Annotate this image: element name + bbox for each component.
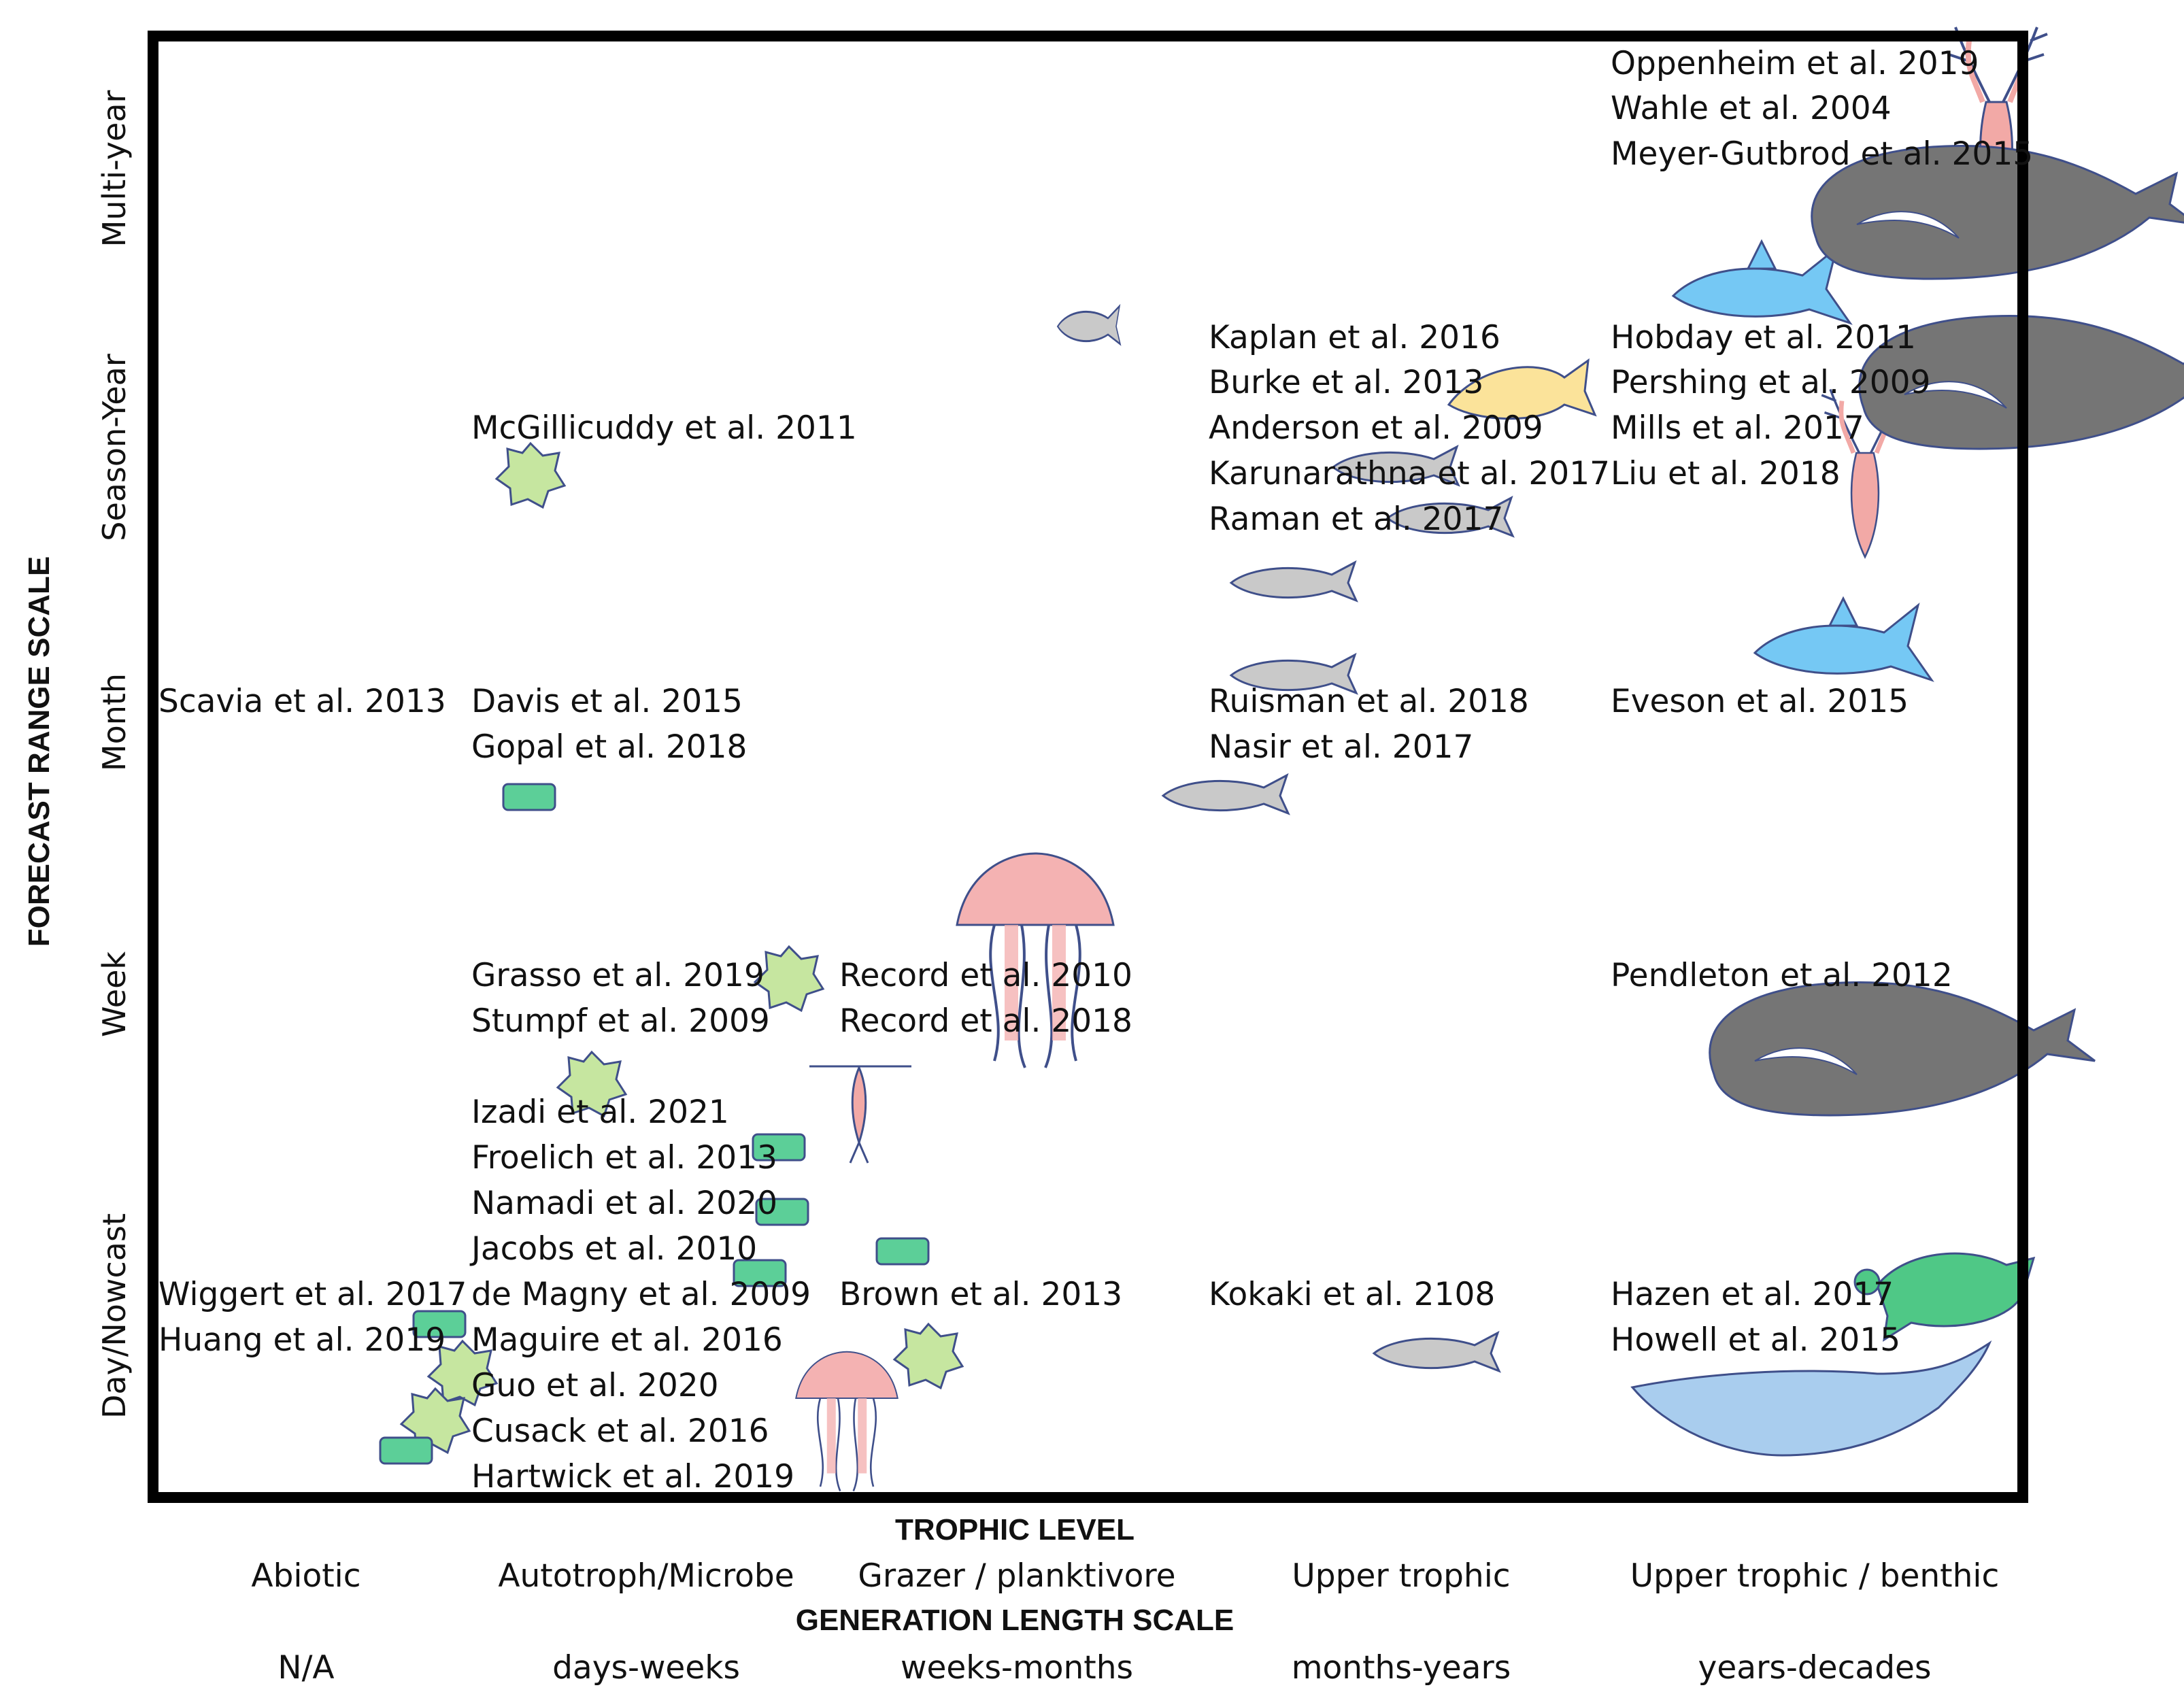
copepod-icon [809,1065,911,1164]
y-level-season-year: Season-Year [96,354,133,541]
citation: Davis et al. 2015 [471,683,743,720]
citation: Record et al. 2010 [839,957,1132,994]
salmon-icon [1447,358,1597,420]
x-category-upper-benthic: Upper trophic / benthic [1630,1557,2000,1595]
citation: Guo et al. 2020 [471,1367,719,1404]
citation: Cusack et al. 2016 [471,1412,769,1450]
x-generation-months-years: months-years [1291,1649,1511,1687]
x-category-abiotic: Abiotic [251,1557,361,1595]
blue-whale-icon [1630,1340,1992,1457]
citation: Burke et al. 2013 [1209,364,1484,401]
citation: Gopal et al. 2018 [471,728,747,766]
citation: Kokaki et al. 2108 [1209,1276,1496,1313]
citation: Raman et al. 2017 [1209,501,1504,538]
citation: Froelich et al. 2013 [471,1139,777,1177]
chart-frame [148,31,2028,1503]
citation: Grasso et al. 2019 [471,957,765,994]
citation: de Magny et al. 2009 [471,1276,811,1313]
citation: Hobday et al. 2011 [1611,319,1916,356]
x-category-upper-trophic: Upper trophic [1292,1557,1511,1595]
x-category-grazer: Grazer / planktivore [858,1557,1176,1595]
citation: Stumpf et al. 2009 [471,1002,770,1040]
citation: Pershing et al. 2009 [1611,364,1931,401]
citation: Howell et al. 2015 [1611,1321,1901,1359]
citation: Eveson et al. 2015 [1611,683,1909,720]
citation: Hartwick et al. 2019 [471,1458,795,1495]
y-level-multi-year: Multi-year [96,90,133,248]
y-axis-title: FORECAST RANGE SCALE [22,556,56,947]
x-axis-second-title: GENERATION LENGTH SCALE [795,1604,1234,1637]
citation: Liu et al. 2018 [1611,455,1841,492]
citation: Pendleton et al. 2012 [1611,957,1953,994]
citation: Brown et al. 2013 [839,1276,1123,1313]
citation: Scavia et al. 2013 [158,683,446,720]
citation: Record et al. 2018 [839,1002,1132,1040]
citation: Namadi et al. 2020 [471,1185,778,1222]
citation: Wahle et al. 2004 [1611,90,1892,127]
x-generation-weeks-months: weeks-months [901,1649,1133,1687]
citation: Hazen et al. 2017 [1611,1276,1894,1313]
citation: Anderson et al. 2009 [1209,409,1543,447]
citation: Wiggert et al. 2017 [158,1276,467,1313]
x-generation-days-weeks: days-weeks [552,1649,740,1687]
citation: Izadi et al. 2021 [471,1094,729,1131]
citation: Ruisman et al. 2018 [1209,683,1529,720]
x-generation-na: N/A [278,1649,335,1687]
citation: Karunarathna et al. 2017 [1209,455,1611,492]
y-level-week: Week [96,951,133,1038]
citation: Mills et al. 2017 [1611,409,1864,447]
y-level-day-nowcast: Day/Nowcast [96,1213,133,1419]
x-category-autotroph: Autotroph/Microbe [498,1557,794,1595]
x-generation-years-decades: years-decades [1698,1649,1932,1687]
y-level-month: Month [96,673,133,772]
citation: Maguire et al. 2016 [471,1321,783,1359]
citation: Oppenheim et al. 2019 [1611,45,1979,82]
citation: Meyer-Gutbrod et al. 2015 [1611,135,2034,173]
x-axis-title: TROPHIC LEVEL [894,1513,1135,1546]
citation: Kaplan et al. 2016 [1209,319,1500,356]
citation: McGillicuddy et al. 2011 [471,409,857,447]
citation: Huang et al. 2019 [158,1321,446,1359]
citation: Jacobs et al. 2010 [471,1230,758,1268]
citation: Nasir et al. 2017 [1209,728,1474,766]
